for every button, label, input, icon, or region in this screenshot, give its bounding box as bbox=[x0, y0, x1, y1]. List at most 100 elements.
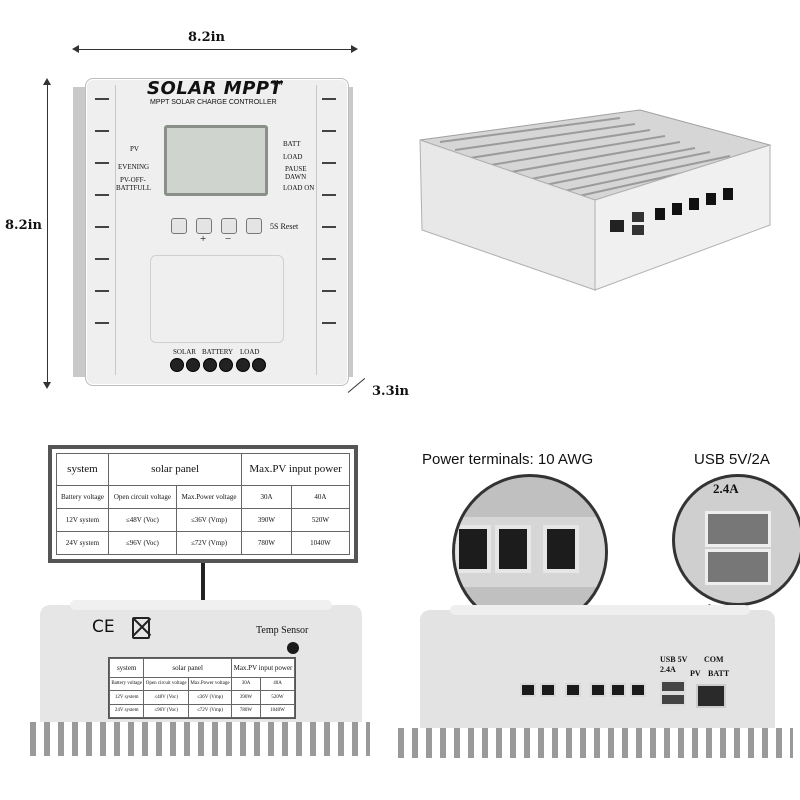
spec-cell: 520W bbox=[290, 507, 351, 532]
spec-cell: ≤72V (Vmp) bbox=[175, 530, 243, 556]
power-terminal-port[interactable] bbox=[630, 683, 646, 697]
terminal-label-solar: SOLAR bbox=[173, 348, 196, 356]
spec-cell: ≤96V (Voc) bbox=[107, 530, 177, 556]
indicator-dawn: DAWN bbox=[285, 173, 307, 181]
terminal-screw bbox=[170, 358, 184, 372]
power-terminals-callout: Power terminals: 10 AWG bbox=[422, 451, 594, 468]
mini-spec-cell: 30A bbox=[230, 676, 262, 692]
spec-cell: 1040W bbox=[290, 530, 351, 556]
right-vent-panel bbox=[316, 85, 345, 375]
usb-port-small[interactable] bbox=[660, 693, 686, 706]
mini-spec-cell: ≤48V (Voc) bbox=[143, 689, 189, 705]
minus-sign: − bbox=[225, 233, 232, 245]
mini-spec-cell: Max.Power voltage bbox=[188, 676, 232, 692]
terminal-cover bbox=[150, 255, 284, 343]
usb-port-small[interactable] bbox=[660, 680, 686, 693]
spec-subheader: Battery voltage bbox=[56, 484, 109, 509]
mini-spec-cell: 520W bbox=[260, 689, 295, 705]
spec-table: system solar panel Max.PV input power Ba… bbox=[56, 453, 351, 556]
power-terminal-port[interactable] bbox=[590, 683, 606, 697]
indicator-pv: PV bbox=[130, 145, 139, 153]
indicator-pause: PAUSE bbox=[285, 165, 307, 173]
mini-spec-cell: ≤36V (Vmp) bbox=[188, 689, 232, 705]
spec-cell: 24V system bbox=[56, 530, 109, 556]
terminals-zoom bbox=[452, 474, 608, 630]
spec-cell: ≤48V (Voc) bbox=[107, 507, 177, 532]
left-vent-panel bbox=[87, 85, 116, 375]
mini-spec-cell: 780W bbox=[230, 703, 262, 718]
terminal-label-load: LOAD bbox=[240, 348, 260, 356]
spec-header-max-pv: Max.PV input power bbox=[241, 453, 350, 486]
plus-sign: + bbox=[200, 233, 207, 245]
ce-mark: CE bbox=[92, 617, 115, 637]
indicator-load: LOAD bbox=[283, 153, 303, 161]
mini-spec-cell: ≤72V (Vmp) bbox=[188, 703, 232, 718]
port-view-body bbox=[420, 610, 775, 730]
spec-cell: ≤36V (Vmp) bbox=[175, 507, 243, 532]
mini-spec-cell: 24V system bbox=[108, 703, 145, 718]
temp-sensor-label: Temp Sensor bbox=[256, 625, 309, 636]
terminal-screw bbox=[236, 358, 250, 372]
mini-spec-header: Max.PV input power bbox=[230, 658, 296, 678]
spec-subheader: Open circuit voltage bbox=[107, 484, 177, 509]
spec-cell: 780W bbox=[241, 530, 292, 556]
mini-spec-cell: 1040W bbox=[260, 703, 295, 718]
rj45-port[interactable] bbox=[696, 684, 726, 708]
batt-label: BATT bbox=[708, 669, 730, 678]
spec-subheader: 40A bbox=[290, 484, 351, 509]
usb-callout: USB 5V/2A bbox=[694, 451, 770, 468]
terminal-screw bbox=[252, 358, 266, 372]
indicator-battfull: BATTFULL bbox=[116, 184, 151, 192]
bottom-view-top-edge bbox=[70, 600, 332, 610]
terminal-screw bbox=[219, 358, 233, 372]
menu-button[interactable] bbox=[171, 218, 187, 234]
indicator-evening: EVENING bbox=[118, 163, 150, 171]
terminal-screw bbox=[203, 358, 217, 372]
indicator-load-on: LOAD ON bbox=[283, 184, 315, 192]
mini-spec-cell: ≤96V (Voc) bbox=[143, 703, 189, 718]
usb-zoom: 2.4A bbox=[672, 474, 800, 606]
usb-amp-label: 2.4A bbox=[660, 665, 676, 674]
mini-spec-cell: 12V system bbox=[108, 689, 145, 705]
depth-arrow bbox=[347, 377, 366, 393]
terminal-slot bbox=[495, 525, 531, 573]
power-terminal-port[interactable] bbox=[610, 683, 626, 697]
spec-cell: 390W bbox=[241, 507, 292, 532]
power-terminal-port[interactable] bbox=[520, 683, 536, 697]
mini-spec-cell: Open circuit voltage bbox=[143, 676, 189, 692]
spec-subheader: Max.Power voltage bbox=[175, 484, 243, 509]
spec-table-frame: system solar panel Max.PV input power Ba… bbox=[48, 445, 358, 563]
plus-button[interactable] bbox=[196, 218, 212, 234]
width-dimension: 8.2in bbox=[188, 30, 226, 45]
temp-sensor-port[interactable] bbox=[287, 642, 299, 654]
height-arrow bbox=[47, 82, 48, 384]
depth-dimension: 3.3in bbox=[372, 384, 410, 399]
mini-spec-table: system solar panel Max.PV input power Ba… bbox=[108, 657, 296, 719]
terminal-label-battery: BATTERY bbox=[202, 348, 234, 356]
product-subtitle: MPPT SOLAR CHARGE CONTROLLER bbox=[150, 99, 277, 106]
power-terminal-port[interactable] bbox=[565, 683, 581, 697]
pv-label: PV bbox=[690, 669, 701, 678]
weee-icon bbox=[132, 617, 152, 639]
power-terminal-port[interactable] bbox=[540, 683, 556, 697]
isometric-controller bbox=[419, 109, 772, 291]
spec-header-solar-panel: solar panel bbox=[107, 453, 243, 486]
brand-logo: SOLAR MPPT bbox=[147, 78, 283, 99]
mini-spec-cell: Battery voltage bbox=[108, 676, 145, 692]
height-dimension: 8.2in bbox=[5, 218, 43, 233]
trademark: TM bbox=[272, 79, 283, 87]
width-arrow bbox=[75, 49, 355, 50]
load-button[interactable] bbox=[246, 218, 262, 234]
terminal-screw bbox=[186, 358, 200, 372]
terminal-slot bbox=[543, 525, 579, 573]
spec-subheader: 30A bbox=[241, 484, 292, 509]
heatsink-fins-right bbox=[398, 728, 793, 758]
spec-header-system: system bbox=[56, 453, 109, 486]
minus-button[interactable] bbox=[221, 218, 237, 234]
com-label: COM bbox=[704, 655, 724, 664]
usb-port[interactable] bbox=[705, 549, 771, 585]
mini-spec-header: system bbox=[108, 658, 145, 678]
mini-spec-cell: 40A bbox=[260, 676, 295, 692]
usb-port[interactable] bbox=[705, 511, 771, 547]
reset-label: 5S Reset bbox=[270, 222, 299, 231]
